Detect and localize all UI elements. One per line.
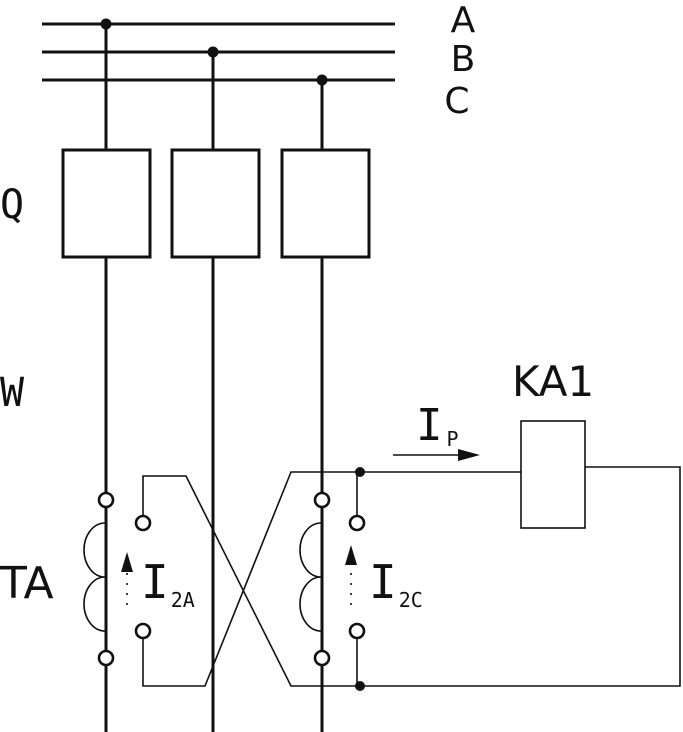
breaker-label: Q (0, 182, 24, 228)
phase-a-upper-lead (142, 475, 361, 687)
ct-c-current-arrow (345, 545, 357, 565)
busbars (42, 18, 395, 86)
node-bottom (355, 681, 365, 691)
ct-a-current-arrow (121, 552, 133, 572)
relay-coil (520, 420, 586, 529)
ct-c-secondary-top-terminal (348, 514, 366, 532)
current-transformer-a (83, 491, 152, 667)
transformers-label: TA (0, 558, 54, 609)
bus-c-label: C (444, 81, 469, 122)
relay-current-arrow (393, 449, 480, 461)
ct-a-primary-top-terminal (97, 491, 115, 509)
ct-a-secondary-bottom-terminal (134, 622, 152, 640)
relay-label: KA1 (512, 357, 594, 406)
secondary-wiring (142, 466, 681, 691)
breaker-pole-c (280, 148, 371, 259)
bottom-return-wire (361, 466, 681, 687)
ct-a-primary-bottom-terminal (97, 649, 115, 667)
phase-a-lower-lead (142, 471, 361, 687)
breaker-pole-a (61, 148, 152, 259)
ct-c-primary-top-terminal (313, 491, 331, 509)
ct-a-secondary-top-terminal (134, 514, 152, 532)
breaker-pole-b (170, 148, 261, 259)
bus-b-label: B (451, 39, 476, 80)
ct-c-secondary-bottom-terminal (348, 622, 366, 640)
ct-c-primary-bottom-terminal (313, 649, 331, 667)
ct-a-winding (83, 522, 106, 632)
node-top (355, 467, 365, 477)
current-transformer-c (299, 491, 366, 667)
ct-c-winding (299, 522, 322, 632)
bus-a-label: A (451, 0, 476, 41)
breaker-q (61, 148, 371, 259)
line-label: W (0, 370, 25, 416)
